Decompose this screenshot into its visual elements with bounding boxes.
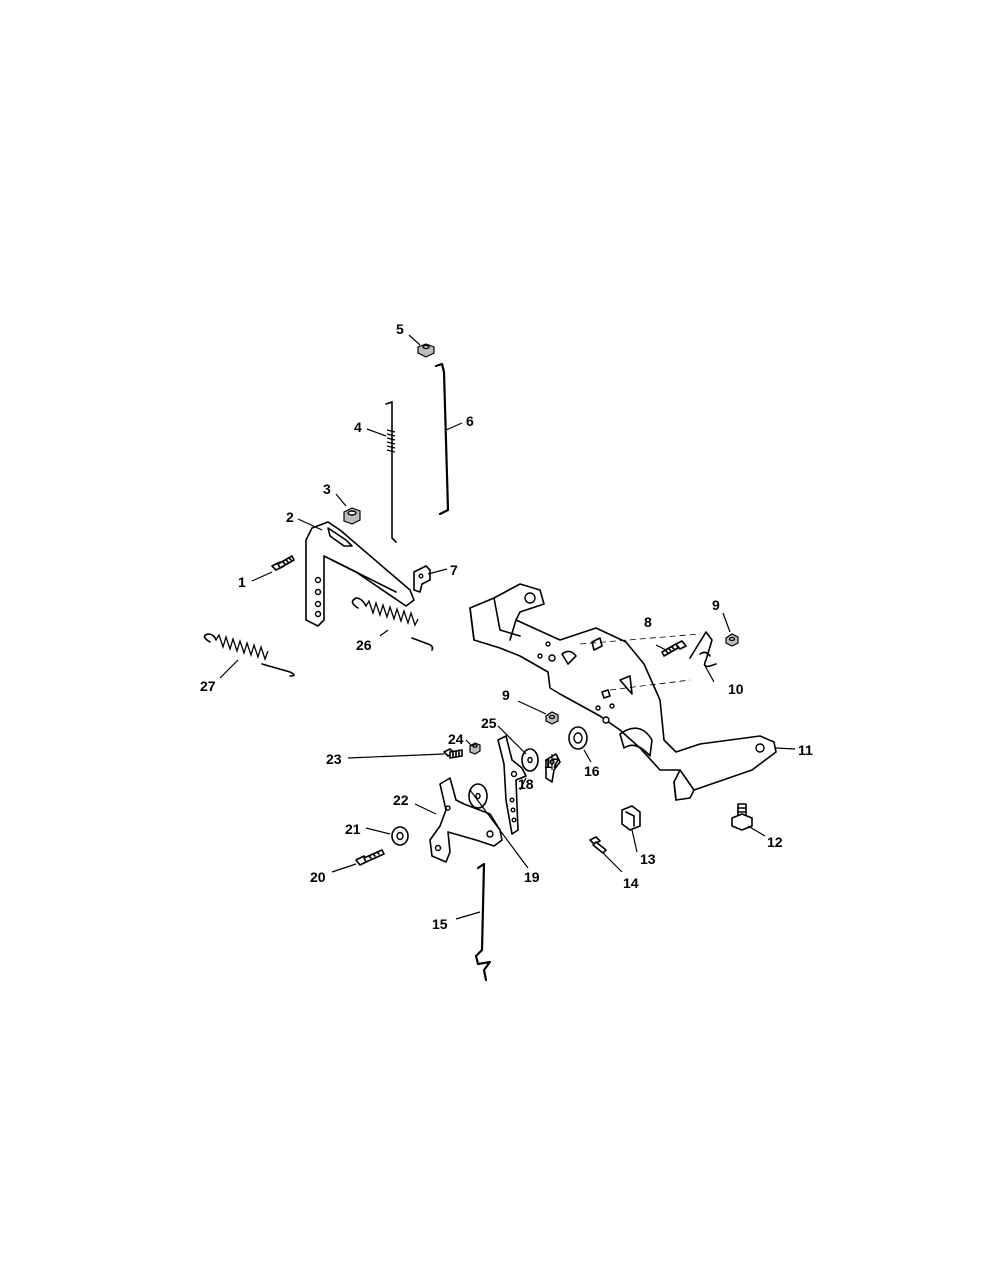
callout-22: 22 [393,792,409,808]
callout-6: 6 [466,413,474,429]
callout-17: 17 [544,755,560,771]
part-22-plate [429,777,503,863]
callout-26: 26 [356,637,372,653]
part-19-washer [468,783,488,809]
callout-19: 19 [524,869,540,885]
part-3-nut [343,507,361,525]
callout-2: 2 [286,509,294,525]
callout-3: 3 [323,481,331,497]
callout-labels: 1 2 3 4 5 6 7 8 9 9 10 11 12 13 14 15 16… [200,321,813,932]
part-21-washer [391,826,409,846]
part-20-screw [355,849,385,866]
leader-lines [219,334,796,920]
part-24-nut [469,742,481,755]
callout-14: 14 [623,875,639,891]
part-13-clip [621,805,641,831]
callout-21: 21 [345,821,361,837]
part-14-screw [589,836,607,854]
part-23-screw [443,748,463,759]
part-15-rod [474,862,492,982]
part-6-rod [434,362,450,516]
part-25-washer [521,748,539,772]
part-26-spring [351,597,434,651]
callout-15: 15 [432,916,448,932]
callout-24: 24 [448,731,464,747]
part-18-lever [497,735,527,835]
callout-20: 20 [310,869,326,885]
callout-1: 1 [238,574,246,590]
callout-27: 27 [200,678,216,694]
callout-12: 12 [767,834,783,850]
callout-4: 4 [354,419,362,435]
callout-23: 23 [326,751,342,767]
part-11-main-bracket [469,583,777,801]
callout-9-lower: 9 [502,687,510,703]
callout-11: 11 [798,742,813,758]
callout-25: 25 [481,715,497,731]
part-12-bolt [731,803,753,831]
part-27-spring [203,633,295,677]
callout-8: 8 [644,614,652,630]
part-5-nut [417,343,435,358]
part-10-spring [689,631,717,668]
callout-7: 7 [450,562,458,578]
part-9-nut-upper [725,633,739,647]
callout-9-upper: 9 [712,597,720,613]
part-16-washer [568,726,588,750]
callout-16: 16 [584,763,600,779]
part-2-lever [305,521,415,627]
callout-10: 10 [728,681,744,697]
part-4-link-spring [385,401,397,543]
part-1-screw [271,555,295,571]
callout-13: 13 [640,851,656,867]
part-7-bracket [413,565,431,593]
part-9-nut-lower [545,711,559,725]
callout-5: 5 [396,321,404,337]
part-8-screw [661,640,687,657]
callout-18: 18 [518,776,534,792]
